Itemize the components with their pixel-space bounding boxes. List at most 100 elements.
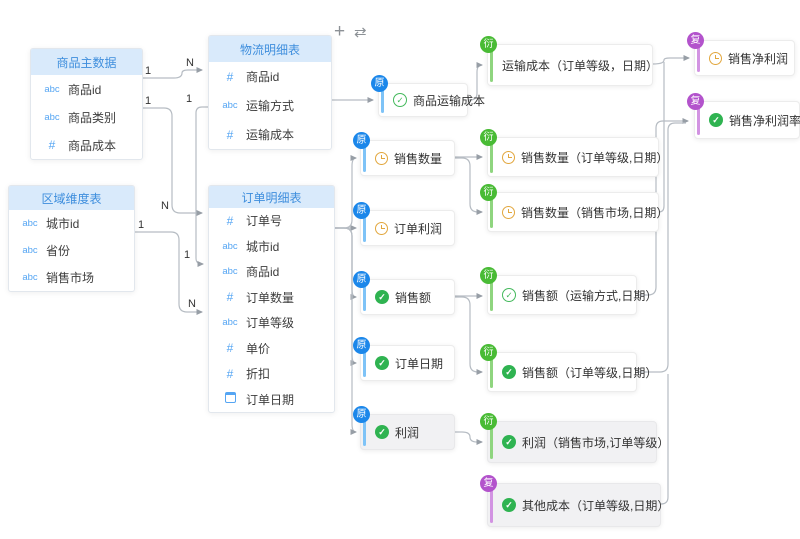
field-label: 订单号 xyxy=(246,214,283,229)
metric-label: 销售数量（销售市场,日期） xyxy=(521,205,669,220)
metric-node-other-cost-by-grade-date[interactable]: 复其他成本（订单等级,日期） xyxy=(480,475,669,527)
pending-clock-icon xyxy=(709,51,722,65)
cardinality-label: N xyxy=(161,200,169,212)
metric-label: 订单日期 xyxy=(395,356,444,371)
field-label: 省份 xyxy=(46,244,71,258)
field-row[interactable]: # 订单号 xyxy=(209,208,334,234)
metric-node-product-shipping-cost[interactable]: 原商品运输成本 xyxy=(371,75,485,117)
metric-type-badge: 原 xyxy=(371,75,388,92)
field-type-num-icon: # xyxy=(226,213,234,228)
metric-type-badge: 原 xyxy=(353,132,370,149)
metric-label: 销售额（运输方式,日期） xyxy=(522,288,658,303)
field-row[interactable]: abc 商品类别 xyxy=(31,103,142,131)
cardinality-label: 1 xyxy=(145,65,151,77)
metric-node-sales-amount-by-grade-date[interactable]: 衍销售额（订单等级,日期） xyxy=(480,344,657,392)
metric-node-sales-qty-by-grade-date[interactable]: 衍销售数量（订单等级,日期） xyxy=(480,129,668,177)
check-filled-icon xyxy=(375,425,389,439)
field-type-abc-icon: abc xyxy=(44,111,60,123)
field-label: 运输成本 xyxy=(246,128,295,142)
pending-clock-icon xyxy=(502,205,515,219)
metric-label: 销售净利润 xyxy=(728,51,789,66)
field-type-num-icon: # xyxy=(226,290,234,305)
metric-node-sales-qty-by-market-date[interactable]: 衍销售数量（销售市场,日期） xyxy=(480,184,668,232)
cardinality-label: 1 xyxy=(145,95,151,107)
field-row[interactable]: #商品id xyxy=(209,62,331,91)
pending-clock-icon xyxy=(502,150,515,164)
metric-label: 销售额 xyxy=(395,290,432,305)
metric-type-badge: 原 xyxy=(353,202,370,219)
metric-type-badge: 原 xyxy=(353,271,370,288)
edge-shipping-cost-to-derived xyxy=(468,62,483,101)
field-row[interactable]: #折扣 xyxy=(209,361,334,387)
field-type-num-icon: # xyxy=(226,341,234,356)
auto-layout-icon[interactable]: ⇄ xyxy=(354,24,367,41)
table-title: 区域维度表 xyxy=(9,186,134,210)
metric-node-net-profit[interactable]: 复销售净利润 xyxy=(687,32,795,76)
metric-type-badge: 复 xyxy=(687,93,704,110)
field-type-abc-icon: abc xyxy=(222,240,238,252)
metric-node-order-profit[interactable]: 原订单利润 xyxy=(353,202,455,246)
field-type-num-icon: # xyxy=(226,69,234,84)
edge-region-to-order xyxy=(135,231,203,315)
metric-node-net-profit-rate[interactable]: 复销售净利润率 xyxy=(687,93,800,139)
field-type-abc-icon: abc xyxy=(222,100,238,111)
edge-shipping-derived-to-net-profit xyxy=(652,55,690,65)
field-label: 城市id xyxy=(46,217,80,231)
metric-node-order-date[interactable]: 原订单日期 xyxy=(353,337,455,381)
field-label: 商品类别 xyxy=(68,110,117,125)
field-row[interactable]: #单价 xyxy=(209,336,334,362)
edge-qty-to-qty-market xyxy=(455,157,483,215)
metric-label: 订单利润 xyxy=(394,221,443,236)
field-type-abc-icon: abc xyxy=(44,83,60,95)
field-label: 商品id xyxy=(68,82,102,97)
metric-node-profit[interactable]: 原利润 xyxy=(353,406,455,450)
field-type-num-icon: # xyxy=(48,138,56,152)
metric-type-badge: 衍 xyxy=(480,184,497,201)
edge-other-cost-to-net-rate xyxy=(660,374,669,505)
metric-node-sales-qty[interactable]: 原销售数量 xyxy=(353,132,455,176)
check-filled-icon xyxy=(502,365,516,379)
table-title: 商品主数据 xyxy=(31,49,142,75)
check-filled-icon xyxy=(375,356,389,370)
field-row[interactable]: # 商品成本 xyxy=(31,131,142,159)
metric-label: 其他成本（订单等级,日期） xyxy=(522,498,670,513)
metric-label: 利润（销售市场,订单等级） xyxy=(522,435,670,450)
field-label: 商品成本 xyxy=(68,138,117,153)
cardinality-label: N xyxy=(188,298,196,310)
metric-node-sales-amount[interactable]: 原销售额 xyxy=(353,271,455,315)
metric-label: 利润 xyxy=(395,425,420,440)
field-row[interactable]: #订单数量 xyxy=(209,285,334,311)
metric-type-badge: 复 xyxy=(480,475,497,492)
check-outline-icon xyxy=(502,288,516,302)
edge-product-to-logistics xyxy=(143,67,203,79)
add-icon[interactable]: + xyxy=(334,21,346,42)
field-type-num-icon: # xyxy=(226,366,234,381)
metric-node-sales-amount-by-ship-date[interactable]: 衍销售额（运输方式,日期） xyxy=(480,267,657,315)
metric-label: 销售数量 xyxy=(394,151,443,166)
field-row[interactable]: # 运输成本 xyxy=(209,120,331,149)
edge-logistics-to-order xyxy=(195,106,208,267)
check-filled-icon xyxy=(502,498,516,512)
table-title: 订单明细表 xyxy=(209,186,334,208)
metric-node-profit-by-market-grade[interactable]: 衍利润（销售市场,订单等级） xyxy=(480,413,669,463)
field-label: 商品id xyxy=(246,265,280,280)
field-row[interactable]: abc 商品id xyxy=(31,75,142,103)
check-filled-icon xyxy=(375,290,389,304)
metric-node-shipping-cost-by-grade-date[interactable]: 衍运输成本（订单等级，日期） xyxy=(480,36,658,86)
field-row[interactable]: 订单日期 xyxy=(209,387,334,413)
metric-type-badge: 衍 xyxy=(480,129,497,146)
field-type-num-icon: # xyxy=(226,127,234,142)
check-filled-icon xyxy=(709,113,723,127)
